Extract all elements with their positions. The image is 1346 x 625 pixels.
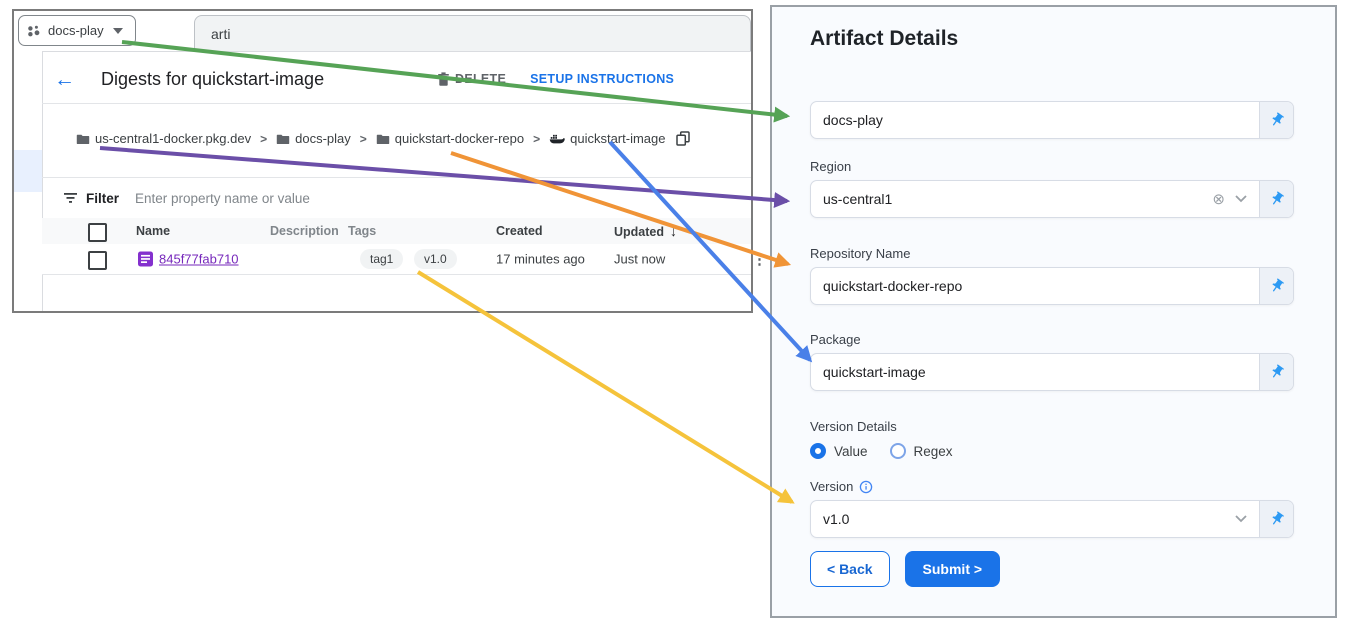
filter-label: Filter — [86, 190, 120, 206]
cloud-console-panel: docs-play ← Digests for quickstart-image — [12, 9, 767, 313]
version-details-group: Version Details Value Regex — [810, 419, 1294, 459]
submit-button[interactable]: Submit > — [904, 551, 1001, 587]
filter-bar: Filter — [42, 178, 751, 218]
tag-pill[interactable]: tag1 — [360, 249, 404, 269]
form-buttons: < Back Submit > — [810, 551, 1001, 587]
digest-cell: 845f77fab710 — [138, 251, 239, 267]
region-label: Region — [810, 159, 852, 174]
info-icon[interactable] — [859, 480, 873, 494]
sidebar-selected-indicator[interactable] — [14, 150, 42, 192]
radio-value[interactable]: Value — [810, 443, 868, 459]
chevron-down-icon[interactable] — [1235, 515, 1247, 523]
table-row[interactable]: 845f77fab710 tag1 v1.0 17 minutes ago Ju… — [42, 244, 767, 275]
divider — [42, 103, 751, 104]
updated-cell: Just now — [614, 251, 666, 267]
folder-icon — [276, 134, 290, 144]
back-button[interactable]: < Back — [810, 551, 890, 587]
copy-button[interactable] — [676, 131, 691, 146]
repository-label: Repository Name — [810, 246, 911, 261]
chevron-down-icon — [112, 27, 123, 34]
radio-selected-icon — [810, 443, 826, 459]
back-arrow-icon[interactable]: ← — [54, 67, 75, 91]
row-checkbox[interactable] — [88, 251, 107, 270]
project-field-group: docs-play — [810, 101, 1294, 139]
page-header-row: ← Digests for quickstart-image DELETE SE… — [42, 63, 751, 95]
column-header-tags[interactable]: Tags — [348, 224, 377, 238]
clear-icon[interactable]: ⊗ — [1212, 190, 1225, 208]
package-field[interactable]: quickstart-image — [823, 364, 926, 380]
pin-button[interactable] — [1259, 268, 1293, 304]
project-dots-icon — [28, 25, 40, 36]
version-field-group: Version v1.0 — [810, 479, 1294, 538]
header-actions: DELETE SETUP INSTRUCTIONS — [437, 63, 674, 95]
radio-regex[interactable]: Regex — [889, 443, 953, 459]
copy-icon — [676, 131, 691, 146]
region-field-group: Region us-central1 ⊗ — [810, 159, 1294, 218]
select-all-checkbox[interactable] — [88, 223, 107, 242]
setup-instructions-button[interactable]: SETUP INSTRUCTIONS — [530, 72, 674, 86]
created-cell: 17 minutes ago — [496, 251, 585, 267]
artifact-details-panel: Artifact Details docs-play Region us-cen… — [770, 5, 1337, 618]
pin-icon — [1271, 278, 1284, 292]
column-header-created[interactable]: Created — [496, 224, 543, 238]
tag-pill[interactable]: v1.0 — [414, 249, 457, 269]
version-label: Version — [810, 479, 1294, 494]
version-details-label: Version Details — [810, 419, 897, 434]
filter-icon — [64, 192, 78, 204]
pin-button[interactable] — [1259, 354, 1293, 390]
project-selector-label: docs-play — [48, 23, 104, 38]
project-selector-button[interactable]: docs-play — [18, 15, 136, 46]
folder-icon — [76, 134, 90, 144]
breadcrumb: us-central1-docker.pkg.dev > docs-play >… — [76, 131, 691, 146]
breadcrumb-separator: > — [533, 131, 541, 146]
breadcrumb-item-package[interactable]: quickstart-image — [549, 131, 665, 146]
breadcrumb-item-project[interactable]: docs-play — [276, 131, 351, 146]
project-field[interactable]: docs-play — [823, 112, 883, 128]
page-title: Digests for quickstart-image — [101, 68, 325, 89]
column-header-updated[interactable]: Updated↓ — [614, 223, 677, 239]
pin-button[interactable] — [1259, 102, 1293, 138]
package-field-group: Package quickstart-image — [810, 332, 1294, 391]
column-header-description[interactable]: Description — [270, 224, 339, 238]
delete-label: DELETE — [455, 72, 507, 86]
console-search-box[interactable] — [194, 15, 751, 51]
panel-title: Artifact Details — [810, 27, 959, 50]
pin-icon — [1271, 191, 1284, 205]
package-label: Package — [810, 332, 861, 347]
delete-button[interactable]: DELETE — [437, 71, 507, 87]
collapsed-sidebar — [14, 51, 43, 311]
pin-button[interactable] — [1259, 501, 1293, 537]
filter-input[interactable] — [133, 189, 458, 207]
chevron-down-icon[interactable] — [1235, 195, 1247, 203]
breadcrumb-item-registry[interactable]: us-central1-docker.pkg.dev — [76, 131, 251, 146]
radio-unselected-icon — [889, 443, 906, 459]
trash-icon — [438, 71, 449, 86]
digest-icon — [138, 251, 153, 267]
setup-instructions-label: SETUP INSTRUCTIONS — [530, 72, 675, 86]
breadcrumb-item-repository[interactable]: quickstart-docker-repo — [376, 131, 524, 146]
search-input[interactable] — [195, 16, 750, 51]
version-field[interactable]: v1.0 — [811, 501, 1259, 537]
column-header-name[interactable]: Name — [136, 224, 171, 238]
breadcrumb-separator: > — [260, 131, 268, 146]
docker-whale-icon — [549, 134, 565, 143]
row-menu-button[interactable]: ⋮ — [752, 251, 767, 268]
pin-button[interactable] — [1259, 181, 1293, 217]
breadcrumb-separator: > — [359, 131, 367, 146]
console-top-bar: docs-play — [14, 11, 751, 52]
pin-icon — [1271, 112, 1284, 126]
sort-descending-icon: ↓ — [670, 223, 677, 239]
region-field[interactable]: us-central1 ⊗ — [811, 181, 1259, 217]
digest-link[interactable]: 845f77fab710 — [159, 251, 239, 267]
folder-icon — [376, 134, 389, 144]
pin-icon — [1271, 511, 1284, 525]
table-header-row: Name Description Tags Created Updated↓ — [42, 218, 751, 245]
repository-field[interactable]: quickstart-docker-repo — [823, 278, 963, 294]
pin-icon — [1271, 364, 1284, 378]
repository-field-group: Repository Name quickstart-docker-repo — [810, 246, 1294, 305]
